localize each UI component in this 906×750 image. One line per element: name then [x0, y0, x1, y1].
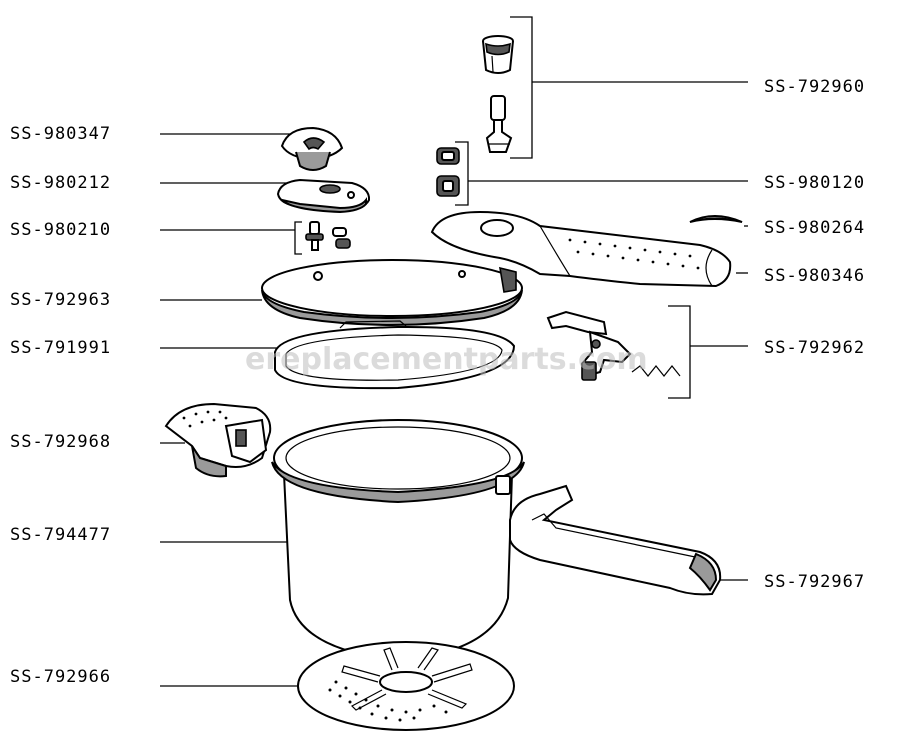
lid-part: [261, 259, 523, 326]
steamer-basket-part: [297, 641, 515, 731]
side-handle-part: [164, 402, 272, 478]
label-ss-792962: SS-792962: [764, 338, 866, 358]
leader-lines: [160, 16, 748, 687]
label-ss-792968: SS-792968: [10, 432, 112, 452]
small-gasket-part: [689, 215, 743, 223]
label-ss-980347: SS-980347: [10, 124, 112, 144]
seal-parts: [436, 147, 460, 197]
lock-assembly-part: [546, 310, 681, 381]
label-ss-980120: SS-980120: [764, 173, 866, 193]
fitting-parts: [305, 221, 351, 251]
label-ss-980346: SS-980346: [764, 266, 866, 286]
label-ss-792963: SS-792963: [10, 290, 112, 310]
long-handle-part: [509, 484, 722, 596]
label-ss-980210: SS-980210: [10, 220, 112, 240]
pot-body-part: [271, 419, 525, 662]
label-ss-980212: SS-980212: [10, 173, 112, 193]
label-ss-794477: SS-794477: [10, 525, 112, 545]
lid-handle-part: [430, 210, 732, 288]
label-ss-980264: SS-980264: [764, 218, 866, 238]
label-ss-792967: SS-792967: [764, 572, 866, 592]
label-ss-792966: SS-792966: [10, 667, 112, 687]
valve-stem-part: [485, 95, 513, 153]
label-ss-792960: SS-792960: [764, 77, 866, 97]
valve-cap-part: [482, 35, 514, 74]
lid-gasket-part: [274, 320, 516, 390]
watermark-text: ereplacementparts.com: [245, 342, 648, 377]
label-ss-791991: SS-791991: [10, 338, 112, 358]
pressure-knob-part: [280, 126, 344, 171]
cover-plate-part: [276, 178, 371, 214]
